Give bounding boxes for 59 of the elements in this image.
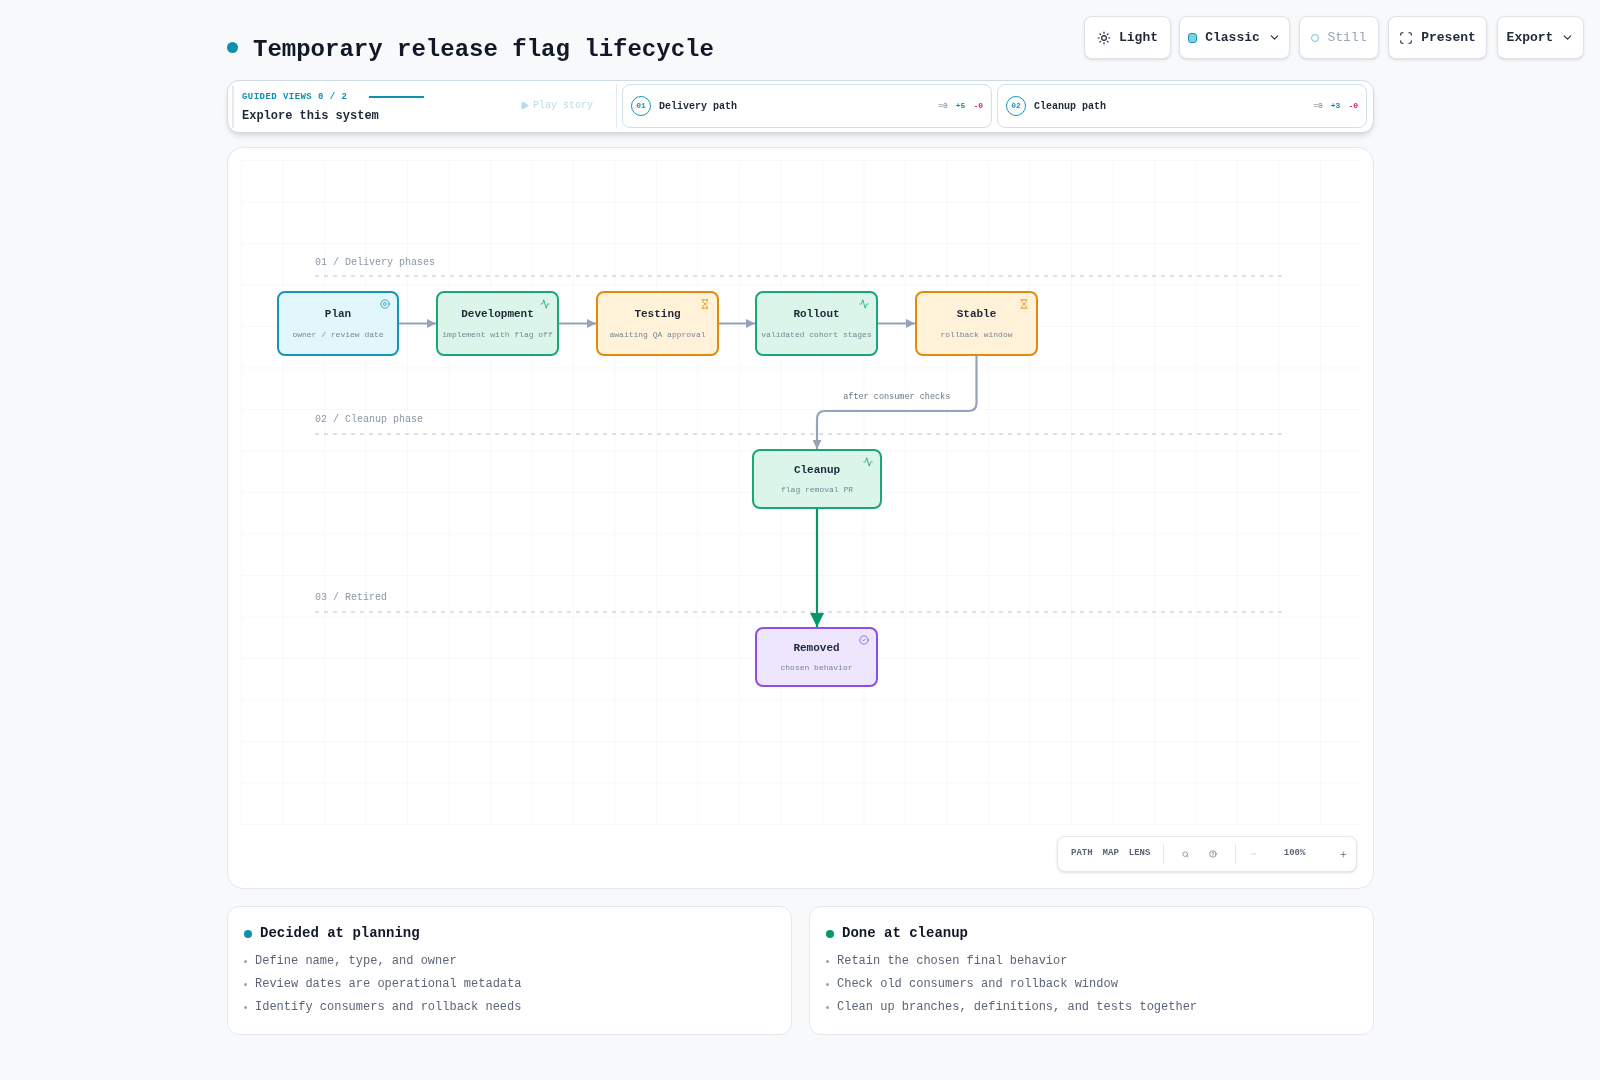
process-box (436, 291, 559, 356)
arrow (812, 356, 978, 449)
path-button: PATH (1066, 847, 1098, 861)
node-subtitle: rollback window (940, 328, 1013, 341)
path-name: Cleanup path (1034, 99, 1107, 114)
style-dropdown: Classic (1179, 16, 1290, 59)
card-heading: Done at cleanup (842, 924, 969, 943)
zoom-level: 100% (1283, 847, 1306, 861)
page-title: Temporary release flag lifecycle (253, 35, 714, 65)
process-box (755, 291, 878, 356)
node-subtitle: owner / review date (292, 328, 384, 341)
list-item: Check old consumers and rollback window (837, 976, 1118, 993)
process-box (915, 291, 1038, 356)
node-subtitle: implement with flag off (442, 328, 553, 341)
list-item: Retain the chosen final behavior (837, 953, 1068, 970)
added-count: +3 (1330, 100, 1341, 112)
list-item: Review dates are operational metadata (255, 976, 522, 993)
process-box (596, 291, 719, 356)
map-button: MAP (1097, 847, 1124, 861)
theme-button: Light (1084, 16, 1171, 59)
guided-views-heading: GUIDED VIEWS 0 / 2 (242, 91, 348, 104)
card-heading: Decided at planning (260, 924, 420, 943)
node-subtitle: flag removal PR (781, 484, 853, 497)
removed-count: -0 (1348, 100, 1358, 112)
node-title: Cleanup (793, 462, 841, 478)
node-title: Rollout (793, 307, 840, 323)
process-box (277, 291, 399, 356)
path-name: Delivery path (659, 99, 738, 114)
motion-button: Still (1299, 16, 1379, 59)
section-label: 02 / Cleanup phase (315, 413, 424, 427)
arrow (399, 319, 436, 328)
node-title: Plan (324, 307, 352, 323)
node-subtitle: chosen behavior (780, 662, 853, 675)
list-item: Identify consumers and rollback needs (255, 999, 522, 1016)
lens-button: LENS (1123, 847, 1156, 861)
section-label: 01 / Delivery phases (315, 256, 436, 270)
node-title: Development (461, 307, 534, 323)
node-subtitle: validated cohort stages (761, 328, 872, 341)
export-dropdown: Export (1497, 16, 1584, 59)
present-button: Present (1388, 16, 1487, 59)
added-count: +5 (955, 100, 966, 112)
arrow (810, 509, 824, 627)
panel-subtitle: Explore this system (242, 108, 379, 125)
process-box (755, 627, 878, 687)
arrow (559, 319, 596, 328)
section-label: 03 / Retired (315, 591, 387, 605)
play-story-button: Play story (520, 98, 593, 113)
arrow (719, 319, 755, 328)
unchanged-count: =0 (938, 100, 948, 112)
removed-count: -0 (973, 100, 983, 112)
node-subtitle: awaiting QA approval (609, 328, 706, 341)
node-title: Testing (634, 307, 681, 323)
list-item: Clean up branches, definitions, and tests together (837, 999, 1198, 1016)
arrow (878, 319, 915, 328)
process-box (752, 449, 882, 509)
list-item: Define name, type, and owner (255, 953, 457, 970)
node-title: Removed (793, 640, 840, 656)
node-title: Stable (956, 307, 997, 323)
unchanged-count: =0 (1313, 100, 1323, 112)
